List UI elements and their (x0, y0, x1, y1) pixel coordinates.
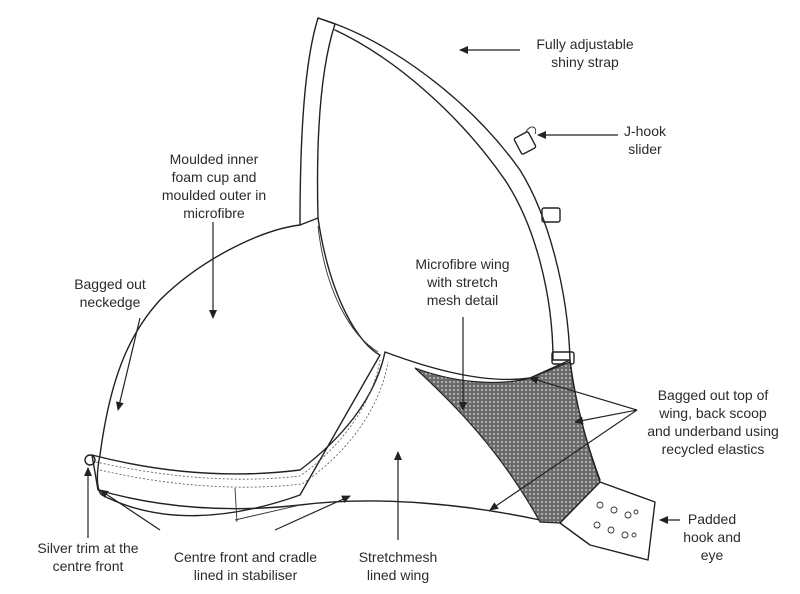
hook-and-eye (559, 481, 656, 561)
mesh-wing (414, 361, 601, 524)
callout-arrows (84, 46, 680, 540)
bra-cup (96, 217, 381, 517)
j-hook-slider (513, 126, 575, 365)
silver-trim (84, 454, 96, 466)
